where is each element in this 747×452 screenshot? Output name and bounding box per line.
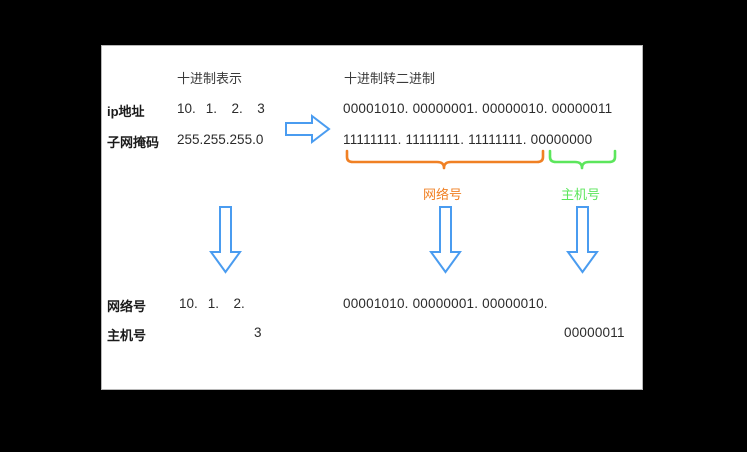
result-label-host: 主机号 (107, 328, 147, 343)
result-network-binary: 00001010. 00000001. 00000010. (343, 296, 548, 311)
split-left-down-arrow (209, 206, 242, 274)
host-brace-label: 主机号 (561, 187, 601, 202)
header-decimal: 十进制表示 (177, 71, 243, 86)
split-host-down-arrow (566, 206, 599, 274)
split-network-down-arrow (429, 206, 462, 274)
subnet-mask-decimal: 255.255.255.0 (177, 132, 264, 147)
row-label-ip-address: ip地址 (107, 104, 145, 119)
ip-octet-2: 1. (205, 101, 218, 116)
result-host-decimal: 3 (254, 325, 262, 340)
result-network-decimal: 10. 1. 2. (179, 296, 245, 311)
result-network-octet-2: 1. (207, 296, 220, 311)
ip-octet-3: 2. (231, 101, 243, 116)
convert-right-arrow (285, 113, 331, 145)
network-brace (345, 149, 545, 171)
ip-address-binary: 00001010. 00000001. 00000010. 00000011 (343, 101, 613, 116)
diagram-card: 十进制表示 十进制转二进制 ip地址 10. 1. 2. 3 00001010.… (101, 45, 643, 390)
row-label-subnet-mask: 子网掩码 (107, 135, 160, 150)
ip-address-decimal: 10. 1. 2. 3 (177, 101, 265, 116)
header-binary: 十进制转二进制 (344, 71, 436, 86)
host-brace (548, 149, 617, 171)
network-brace-label: 网络号 (423, 187, 463, 202)
result-network-octet-3: 2. (233, 296, 245, 311)
result-host-binary: 00000011 (564, 325, 625, 340)
result-network-octet-1: 10. (179, 296, 198, 311)
subnet-mask-binary: 11111111. 11111111. 11111111. 00000000 (343, 132, 593, 147)
ip-octet-4: 3 (257, 101, 265, 116)
result-label-network: 网络号 (107, 299, 147, 314)
ip-octet-1: 10. (177, 101, 196, 116)
